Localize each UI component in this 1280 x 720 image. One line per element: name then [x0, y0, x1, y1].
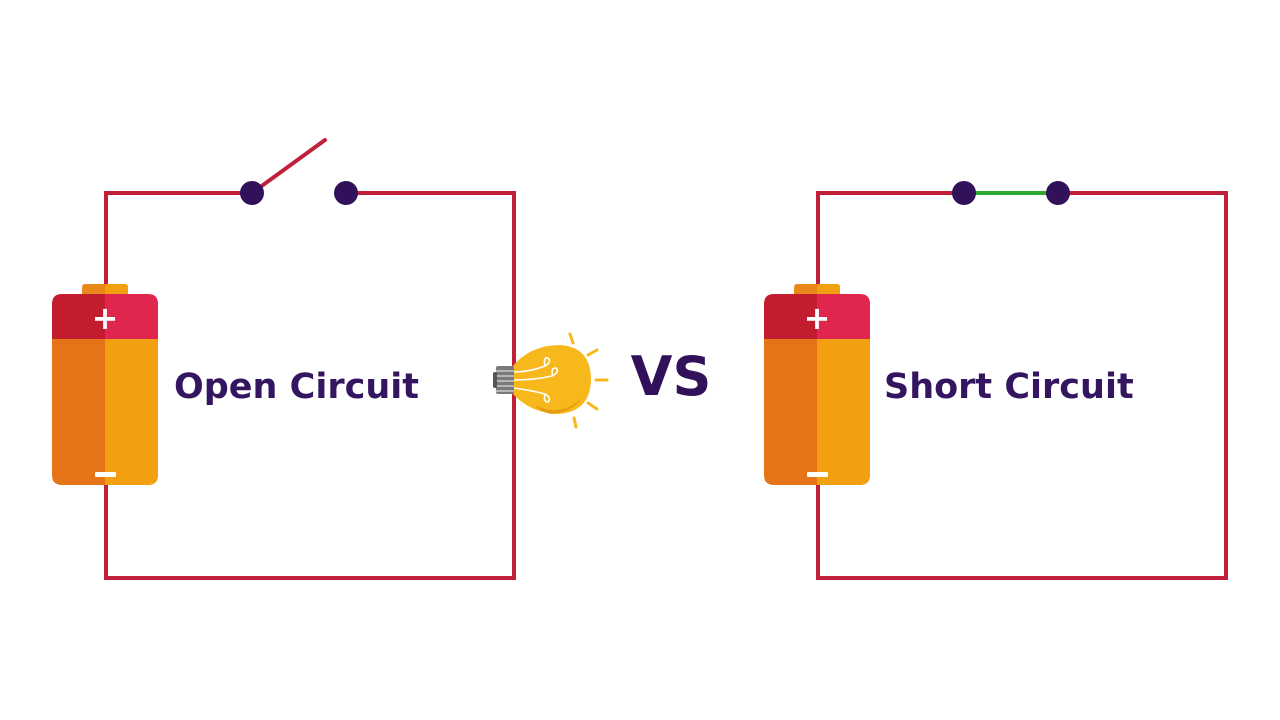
open-circuit: + Open Circuit	[52, 138, 609, 580]
wire-bottom	[104, 483, 516, 580]
battery-body-light	[817, 339, 870, 485]
switch-lever	[250, 138, 327, 195]
battery-positive-symbol: +	[804, 299, 831, 337]
vs-label: VS	[631, 345, 712, 408]
battery-top-dark	[52, 294, 105, 339]
battery-top-light	[817, 294, 870, 339]
short-circuit-wires	[816, 191, 1228, 580]
battery-body-light	[105, 339, 158, 485]
short-circuit: + Short Circuit	[764, 181, 1228, 580]
battery-body-dark	[52, 339, 105, 485]
battery-icon: +	[52, 284, 158, 485]
short-terminal-left	[952, 181, 976, 205]
wire-top-left	[816, 191, 966, 292]
short-circuit-label: Short Circuit	[884, 367, 1134, 407]
battery-icon: +	[764, 284, 870, 485]
switch-terminal-right	[334, 181, 358, 205]
battery-negative-symbol	[95, 472, 116, 477]
light-bulb-icon	[493, 332, 609, 429]
open-circuit-label: Open Circuit	[174, 367, 419, 407]
wire-bottom	[816, 483, 1228, 580]
battery-body-dark	[764, 339, 817, 485]
battery-negative-symbol	[807, 472, 828, 477]
short-terminal-right	[1046, 181, 1070, 205]
bulb-glass	[512, 345, 591, 414]
battery-positive-symbol: +	[92, 299, 119, 337]
bulb-base	[496, 366, 514, 394]
switch-terminal-left	[240, 181, 264, 205]
wire-top-left	[104, 191, 254, 292]
battery-top-dark	[764, 294, 817, 339]
battery-top-light	[105, 294, 158, 339]
